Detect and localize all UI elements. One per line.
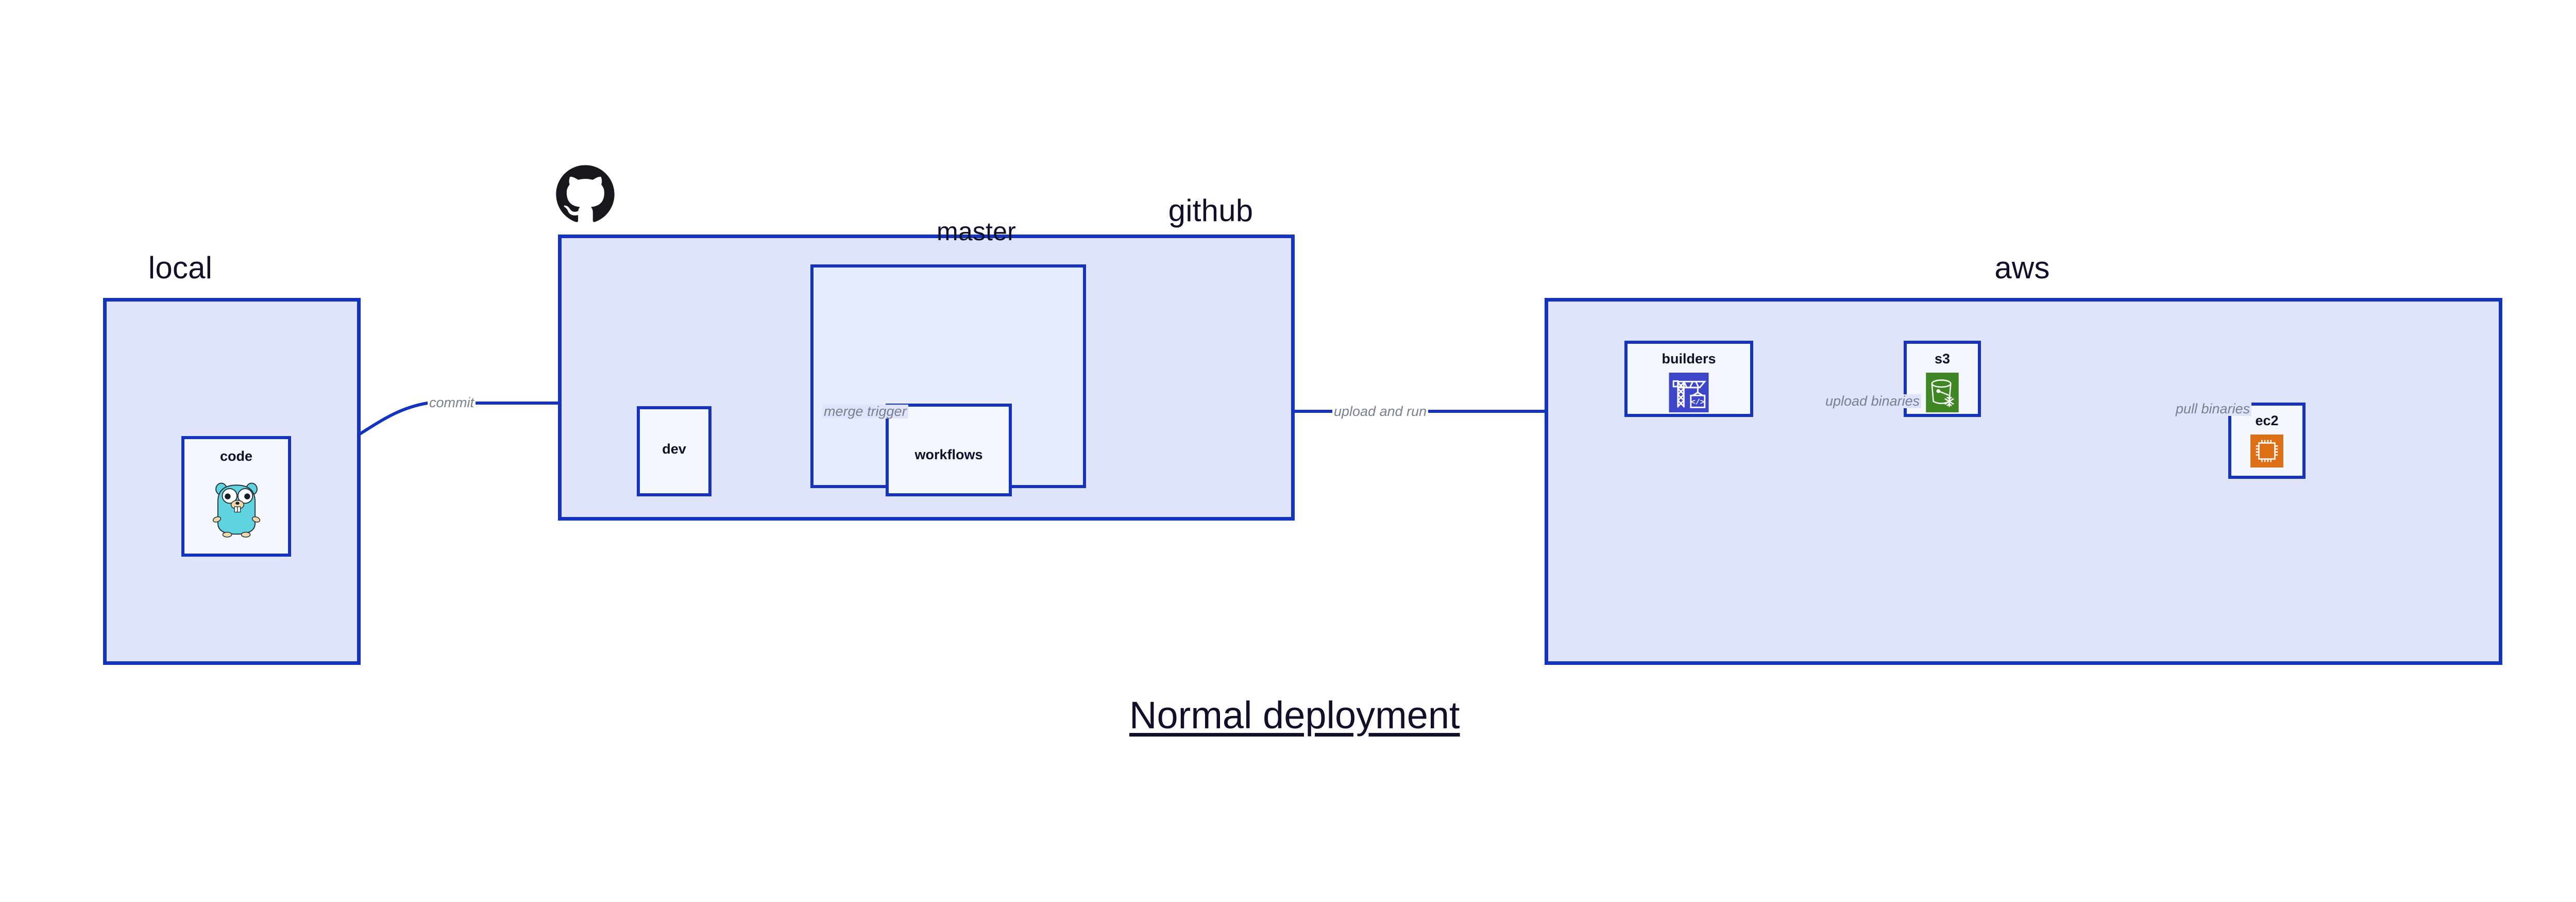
node-workflows[interactable]: workflows: [886, 404, 1012, 496]
node-label-dev: dev: [662, 441, 686, 457]
node-code[interactable]: code: [181, 436, 291, 557]
subgroup-label-master: master: [936, 217, 1016, 246]
group-github[interactable]: dev master workflows: [558, 217, 1295, 521]
svg-text:</>: </>: [1691, 399, 1704, 407]
go-gopher-icon: [212, 476, 261, 538]
aws-builders-crane-icon: </>: [1669, 373, 1709, 412]
edge-label-pull-binaries: pull binaries: [2174, 402, 2252, 416]
github-octocat-icon: [555, 164, 616, 225]
node-label-code: code: [219, 448, 253, 464]
group-label-aws: aws: [1994, 250, 2050, 285]
node-label-workflows: workflows: [914, 447, 983, 462]
edge-label-upload-and-run: upload and run: [1332, 405, 1429, 419]
node-label-ec2: ec2: [2255, 413, 2279, 428]
node-dev[interactable]: dev: [637, 406, 711, 496]
node-label-builders: builders: [1662, 351, 1716, 366]
edge-label-commit: commit: [428, 396, 476, 410]
subgroup-master[interactable]: workflows: [810, 264, 1086, 496]
group-label-local: local: [148, 250, 213, 285]
group-label-github: github: [1168, 193, 1253, 228]
aws-ec2-chip-icon: [2250, 435, 2283, 467]
group-local[interactable]: code: [103, 298, 361, 665]
edge-label-merge-trigger: merge trigger: [822, 405, 908, 419]
group-aws[interactable]: builders: [1545, 298, 2502, 665]
node-label-s3: s3: [1934, 351, 1951, 366]
node-s3[interactable]: s3: [1904, 341, 1981, 417]
diagram-title: Normal deployment: [1129, 694, 1460, 737]
edge-label-upload-binaries: upload binaries: [1824, 394, 1922, 408]
aws-s3-bucket-icon: [1926, 373, 1959, 412]
node-builders[interactable]: builders: [1624, 341, 1753, 417]
node-ec2[interactable]: ec2: [2228, 403, 2306, 479]
